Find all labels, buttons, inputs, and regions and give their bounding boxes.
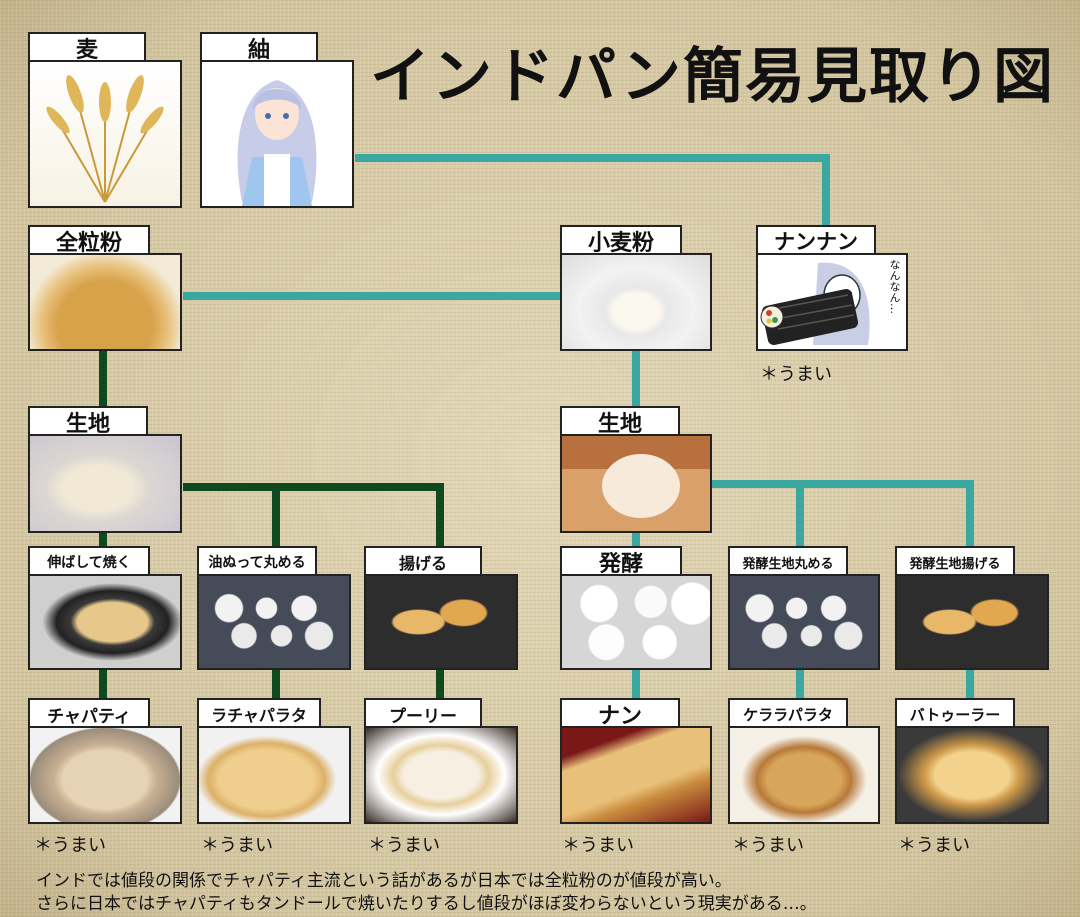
- fried-fermented-dough-image: [895, 574, 1049, 670]
- node-label: チャパティ: [28, 698, 150, 728]
- node-label: 伸ばして焼く: [28, 546, 150, 576]
- fermented-dough-balls-image: [728, 574, 880, 670]
- node-label: プーリー: [364, 698, 482, 728]
- node-label: 発酵: [560, 546, 682, 577]
- node-label: 油ぬって丸める: [197, 546, 317, 576]
- dough-image: [560, 434, 712, 533]
- node-kerala: ケララパラタ: [728, 698, 880, 824]
- node-label: 発酵生地揚げる: [895, 546, 1015, 576]
- umai-chapati: ＊うまい: [34, 835, 106, 856]
- umai-kerala: ＊うまい: [732, 835, 804, 856]
- node-label: ケララパラタ: [728, 698, 848, 728]
- nannan-comic-text: なんなん…: [888, 259, 901, 314]
- node-nobashite: 伸ばして焼く: [28, 546, 182, 670]
- wheat-image: [28, 60, 182, 208]
- node-hakko-marumeru: 発酵生地丸める: [728, 546, 880, 670]
- node-label: 麦: [28, 32, 146, 63]
- node-abura: 油ぬって丸める: [197, 546, 351, 670]
- node-label: ナン: [560, 698, 680, 729]
- tsumugi-character-image: [200, 60, 354, 208]
- bhatura-image: [895, 726, 1049, 824]
- node-label: バトゥーラー: [895, 698, 1015, 728]
- whole-wheat-flour-image: [28, 253, 182, 351]
- node-label: 発酵生地丸める: [728, 546, 848, 576]
- node-hakko: 発酵: [560, 546, 712, 670]
- node-label: 紬: [200, 32, 318, 63]
- node-komugiko: 小麦粉: [560, 225, 712, 351]
- node-tsumugi: 紬: [200, 32, 354, 208]
- node-kiji-left: 生地: [28, 406, 182, 533]
- umai-naan: ＊うまい: [562, 835, 634, 856]
- node-ageru: 揚げる: [364, 546, 518, 670]
- node-label: 揚げる: [364, 546, 482, 576]
- umai-bhatura: ＊うまい: [898, 835, 970, 856]
- node-rachapa: ラチャパラタ: [197, 698, 351, 824]
- wheat-flour-image: [560, 253, 712, 351]
- chapati-image: [28, 726, 182, 824]
- oiled-dough-balls-image: [197, 574, 351, 670]
- dough-image: [28, 434, 182, 533]
- node-label: 生地: [28, 406, 148, 437]
- frying-image: [364, 574, 518, 670]
- node-label: 小麦粉: [560, 225, 682, 256]
- kerala-paratha-image: [728, 726, 880, 824]
- line-kiji-branches-right: [712, 480, 974, 548]
- node-puri: プーリー: [364, 698, 518, 824]
- node-kiji-right: 生地: [560, 406, 712, 533]
- node-label: 全粒粉: [28, 225, 150, 256]
- line-tsumugi-nannan: [355, 154, 830, 228]
- puri-image: [364, 726, 518, 824]
- umai-nannan: ＊うまい: [760, 364, 832, 385]
- fermented-dough-image: [560, 574, 712, 670]
- footnote-line-2: さらに日本ではチャパティもタンドールで焼いたりするし値段がほぼ変わらないという現…: [36, 894, 817, 914]
- node-label: 生地: [560, 406, 680, 437]
- node-zenryufun: 全粒粉: [28, 225, 182, 351]
- naan-image: [560, 726, 712, 824]
- line-kiji-branches-left: [183, 483, 444, 548]
- nannan-comic-image: なんなん…: [756, 253, 908, 351]
- lachha-paratha-image: [197, 726, 351, 824]
- node-nannan: ナンナン なんなん…: [756, 225, 908, 351]
- umai-puri: ＊うまい: [368, 835, 440, 856]
- node-label: ナンナン: [756, 225, 876, 255]
- node-hakko-ageru: 発酵生地揚げる: [895, 546, 1049, 670]
- umai-rachapa: ＊うまい: [201, 835, 273, 856]
- node-wheat: 麦: [28, 32, 182, 208]
- page-title: インドパン簡易見取り図: [370, 42, 1055, 112]
- node-naan: ナン: [560, 698, 712, 824]
- rolling-and-cooking-image: [28, 574, 182, 670]
- node-label: ラチャパラタ: [197, 698, 321, 728]
- node-bhatura: バトゥーラー: [895, 698, 1049, 824]
- node-chapati: チャパティ: [28, 698, 182, 824]
- footnote-line-1: インドでは値段の関係でチャパティ主流という話があるが日本では全粒粉のが値段が高い…: [36, 871, 732, 891]
